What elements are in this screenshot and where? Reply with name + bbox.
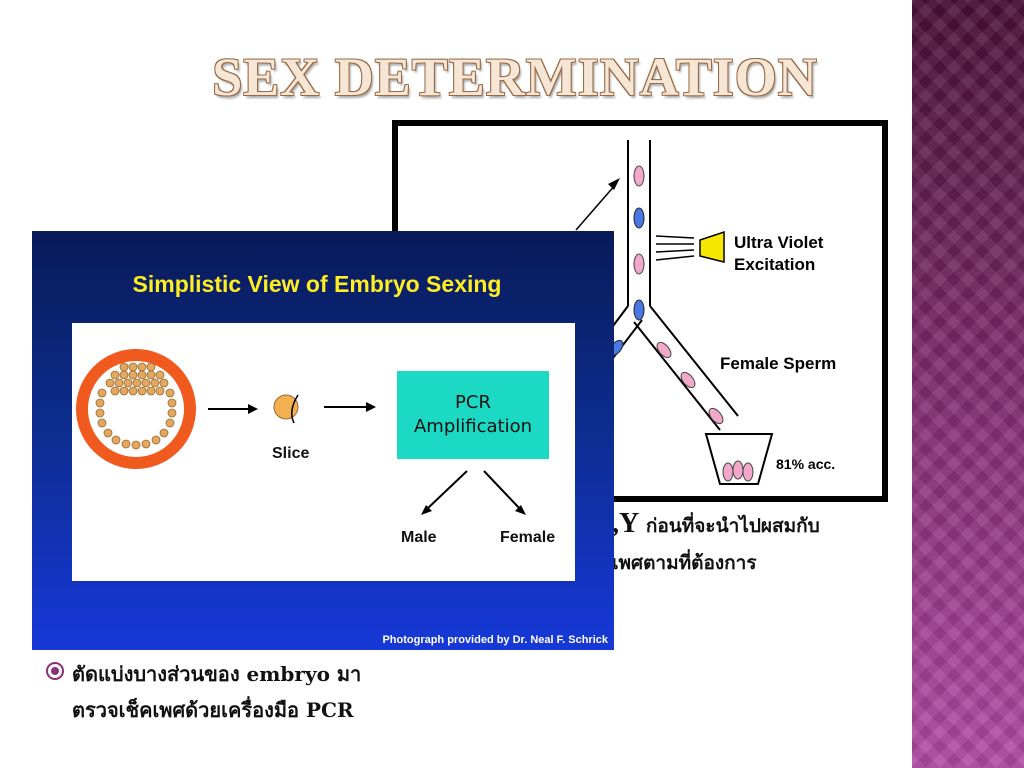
pcr-amplification-box: PCR Amplification [397,371,549,459]
sorting-illustration [575,140,774,485]
decorative-side-band [912,0,1024,768]
body-text-line-1: ,Y ก่อนที่จะนำไปผสมกับ [612,508,820,539]
female-sperm-label: Female Sperm [720,354,837,373]
bullet-text: ตัดแบ่งบางส่วนของ embryo มา ตรวจเช็คเพศด… [72,662,362,722]
embryo-figure-title: Simplistic View of Embryo Sexing [132,271,502,297]
uv-excitation-label: Ultra Violet Excitation [734,233,824,274]
sperm-cells [608,165,724,425]
female-label: Female [500,529,556,546]
embryo-sexing-figure: Simplistic View of Embryo Sexing [32,231,614,650]
slice-label: Slice [272,445,310,462]
bullet-circle-icon [46,662,64,680]
embryo-diagram-card: PCR Amplification Slice Male Female [72,323,575,581]
accuracy-label: 81% acc. [776,456,836,472]
embryo-illustration [76,349,526,515]
photo-credit: Photograph provided by Dr. Neal F. Schri… [382,634,608,646]
slide-title: SEX DETERMINATION [212,47,818,107]
body-text-line-2: เพศตามที่ต้องการ [612,552,757,574]
male-label: Male [401,529,437,546]
